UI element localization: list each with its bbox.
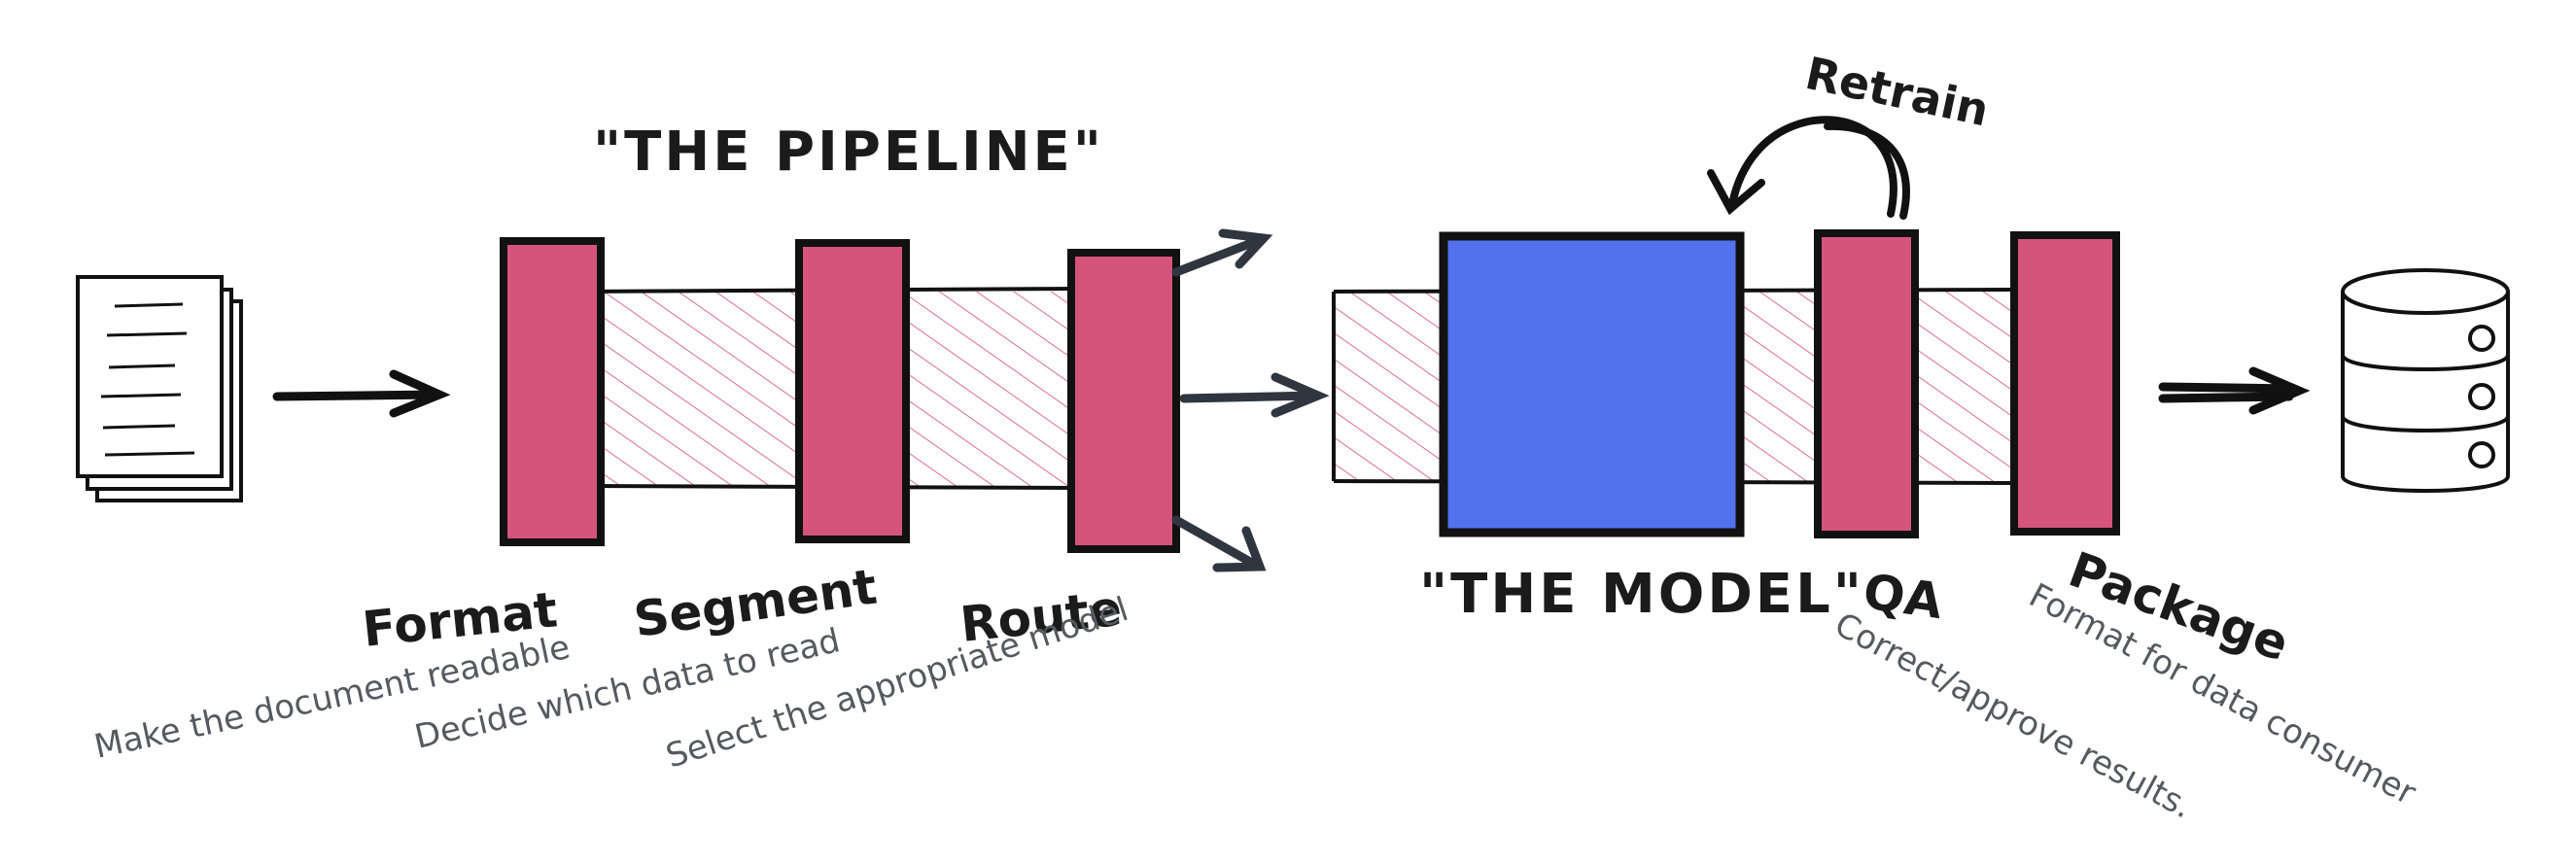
package-block	[2010, 231, 2120, 536]
input-arrow	[272, 369, 451, 418]
route-arrows	[1171, 228, 1330, 572]
retrain-arrow	[1707, 116, 1910, 220]
pipeline-title: "THE PIPELINE"	[593, 121, 1104, 184]
model-block	[1439, 231, 1745, 537]
segment-label: Segment	[631, 558, 881, 647]
database-icon	[2341, 268, 2510, 493]
model-title: "THE MODEL"	[1419, 563, 1864, 626]
route-block	[1067, 249, 1180, 553]
format-block	[500, 237, 605, 546]
document-stack-icon	[76, 275, 243, 502]
qa-label: QA	[1860, 563, 1946, 630]
format-description: Make the document readable	[91, 628, 574, 767]
output-arrow	[2158, 366, 2311, 415]
qa-block	[1814, 229, 1919, 538]
segment-block	[795, 239, 910, 543]
